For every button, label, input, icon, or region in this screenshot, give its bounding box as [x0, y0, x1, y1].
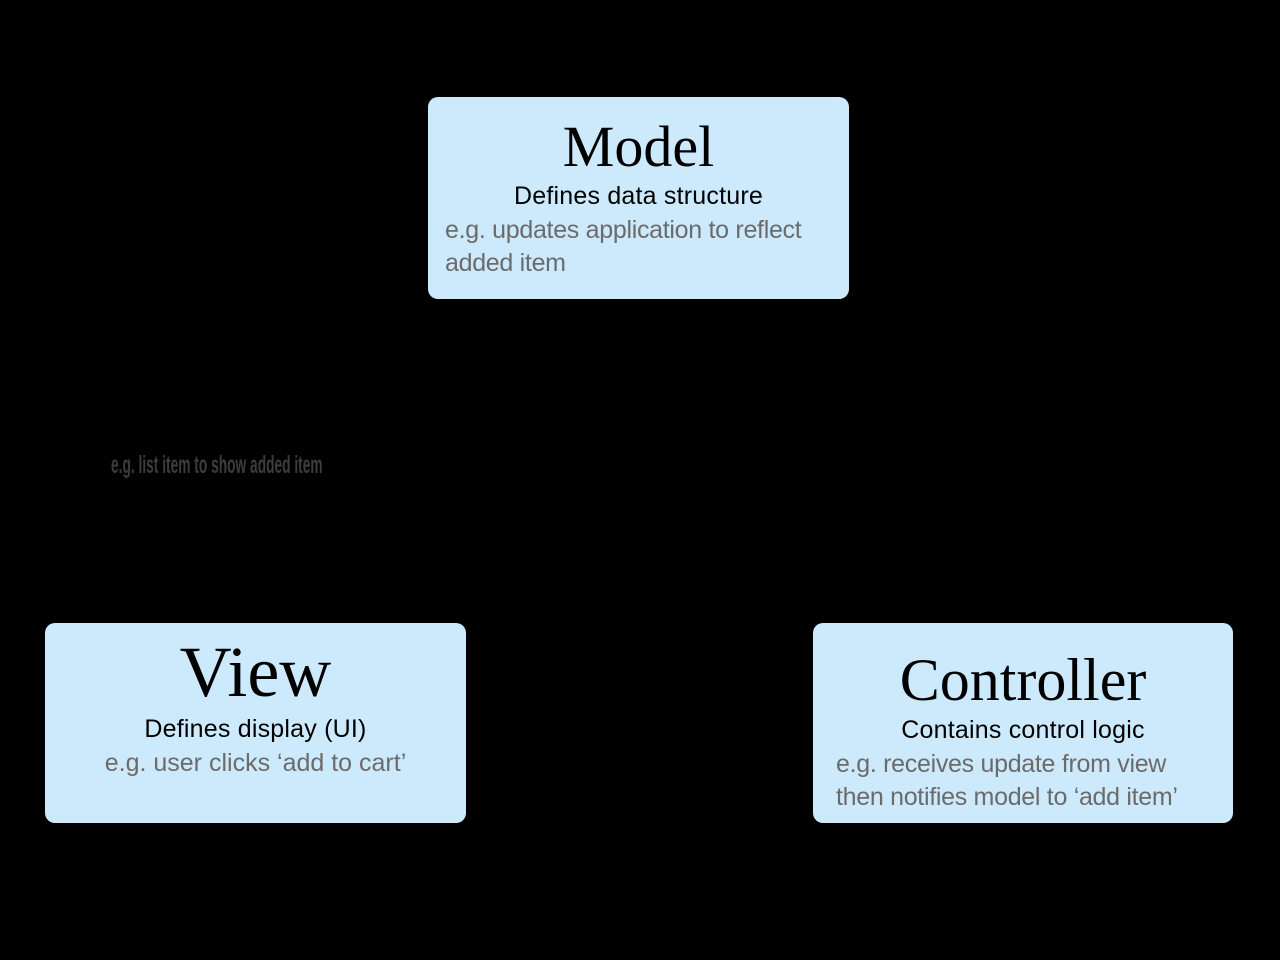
view-node: View Defines display (UI) e.g. user clic…	[45, 623, 466, 823]
model-node: Model Defines data structure e.g. update…	[428, 97, 849, 299]
controller-example-line: then notifies model to ‘add item’	[836, 783, 1178, 811]
controller-example: e.g. receives update from view then noti…	[813, 748, 1233, 814]
controller-node: Controller Contains control logic e.g. r…	[813, 623, 1233, 823]
model-example: e.g. updates application to reflect adde…	[428, 214, 849, 280]
model-subtitle: Defines data structure	[514, 181, 763, 210]
controller-subtitle: Contains control logic	[901, 716, 1145, 744]
view-subtitle: Defines display (UI)	[144, 714, 367, 743]
model-example-line: added item	[445, 248, 566, 277]
model-title: Model	[562, 114, 715, 179]
view-example-line: e.g. user clicks ‘add to cart’	[104, 748, 407, 777]
model-to-view-edge-annotation: e.g. list item to show added item	[111, 451, 323, 479]
controller-example-line: e.g. receives update from view	[836, 750, 1167, 778]
view-title: View	[179, 632, 332, 712]
model-example-line: e.g. updates application to reflect	[445, 215, 802, 244]
controller-title: Controller	[899, 647, 1147, 713]
view-example: e.g. user clicks ‘add to cart’	[45, 747, 466, 780]
